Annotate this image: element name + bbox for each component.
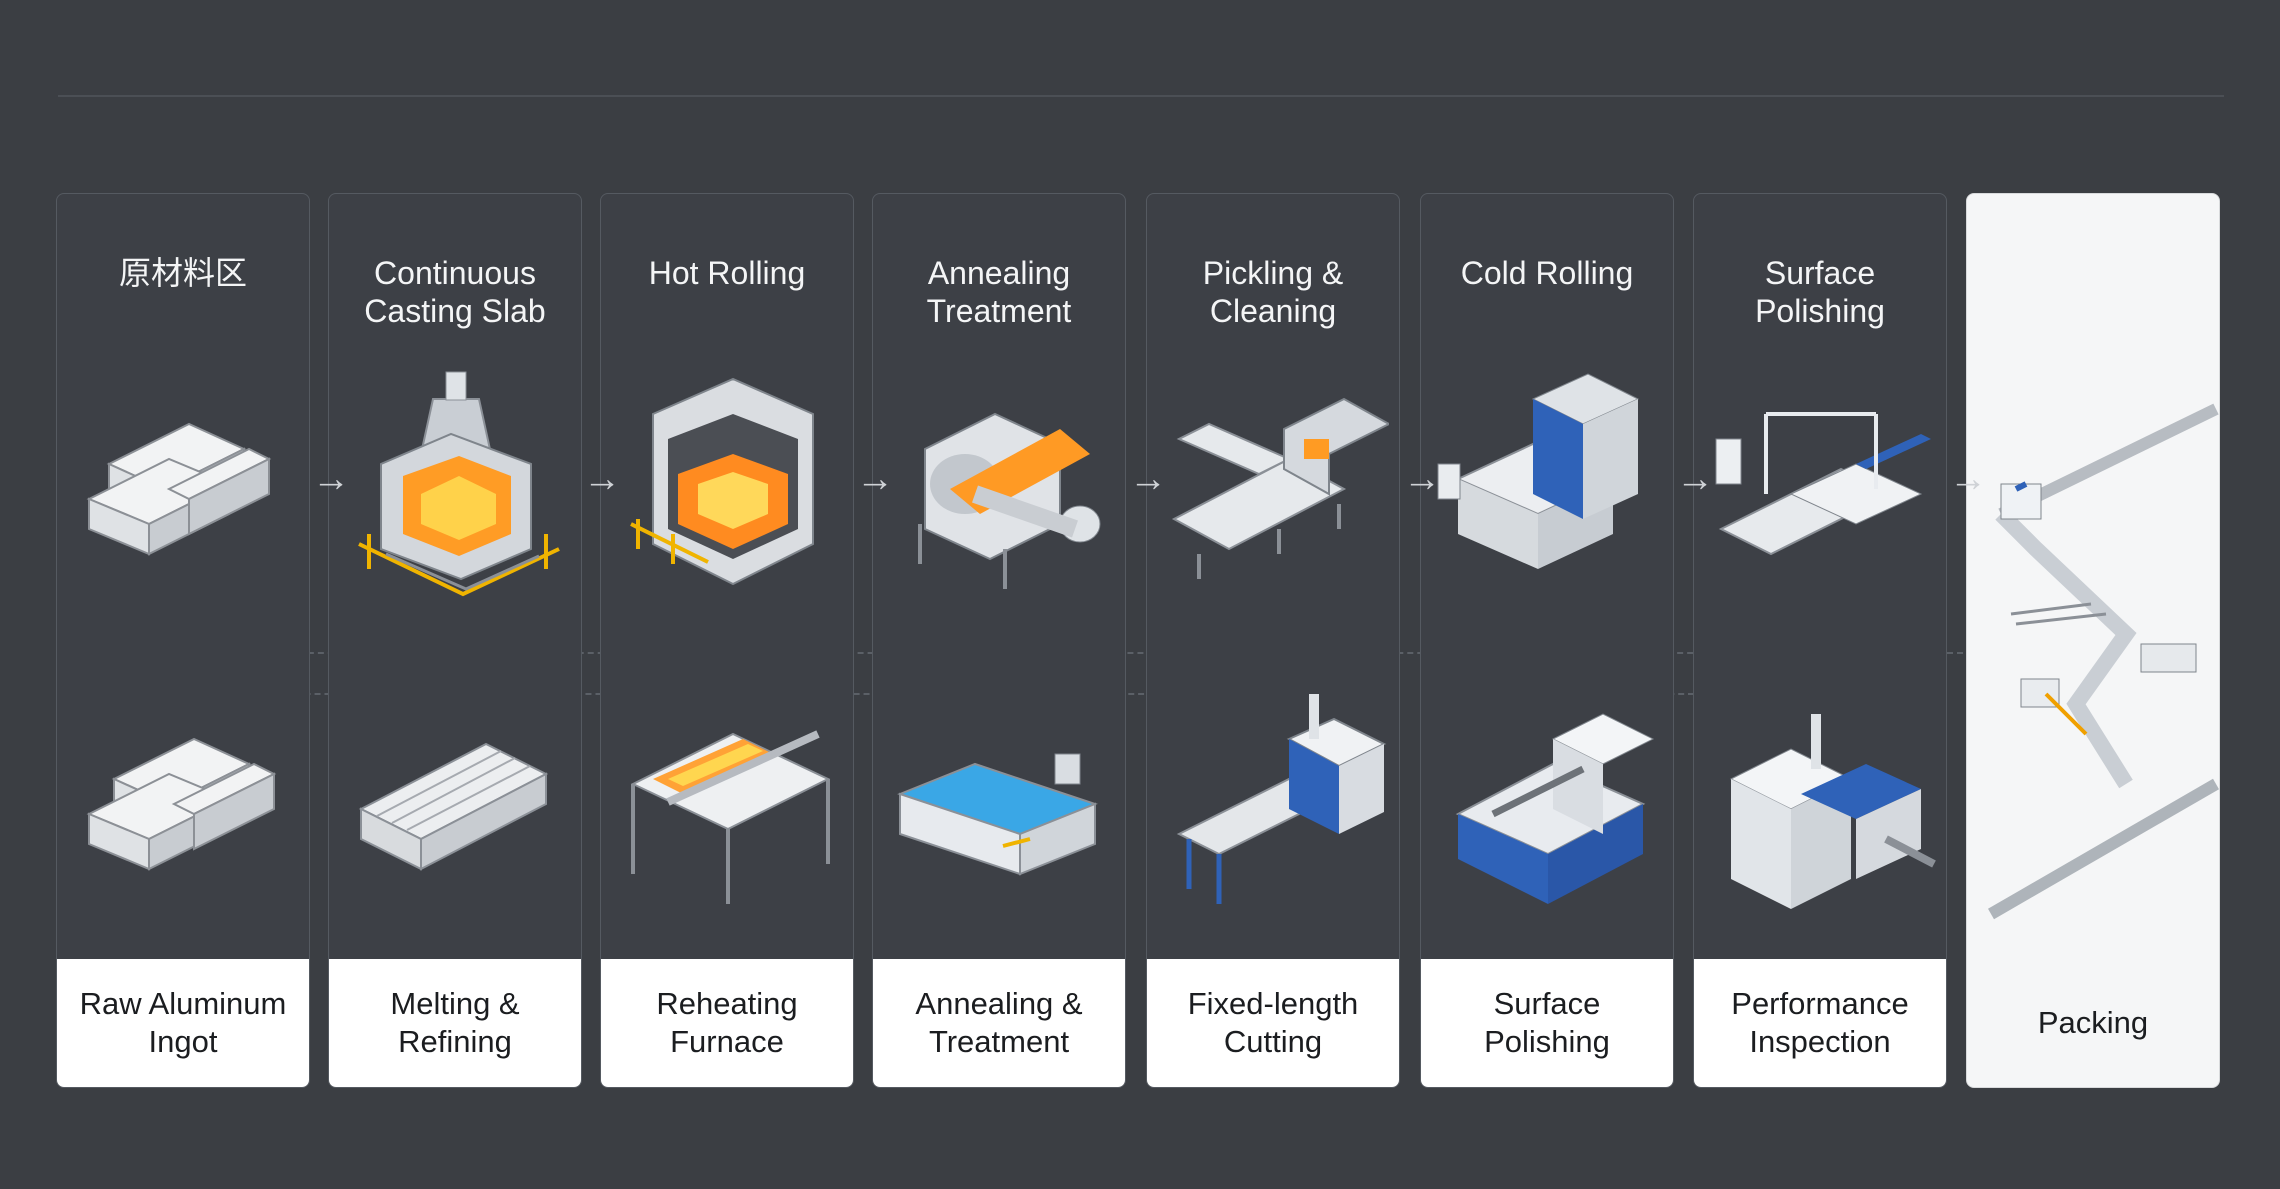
polishing-machine-icon	[1455, 713, 1655, 904]
cold-rolling-mill-icon	[1437, 373, 1640, 569]
stage-top-title: Annealing Treatment	[926, 255, 1072, 329]
right-arrow-icon: →	[1949, 458, 1987, 500]
right-arrow-icon: →	[583, 458, 621, 500]
top-divider	[58, 95, 2224, 97]
stage-card-1: 原材料区 Raw Aluminum Ingot	[56, 193, 310, 1088]
right-arrow-icon: →	[312, 458, 350, 500]
stage-card-5: Pickling & Cleaning Fixed-length Cutting	[1146, 193, 1400, 1088]
stage-top-title: Surface Polishing	[1755, 255, 1885, 329]
stage-top-title: Hot Rolling	[648, 255, 806, 291]
right-arrow-icon: →	[1676, 458, 1714, 500]
stage-top-title: Pickling & Cleaning	[1202, 255, 1344, 329]
stage-card-2: Continuous Casting Slab Melting & Refini…	[328, 193, 582, 1088]
stage-bottom-label: Performance Inspection	[1694, 959, 1946, 1087]
stage-card-7: Surface Polishing Performance Inspection	[1693, 193, 1947, 1088]
inspection-station-icon	[1729, 714, 1936, 909]
stage-bottom-label: Surface Polishing	[1421, 959, 1673, 1087]
cutting-machine-icon	[1176, 694, 1387, 904]
stage-top-title: Continuous Casting Slab	[364, 255, 546, 329]
pickling-conveyor-icon	[1171, 397, 1389, 579]
polishing-line-icon	[1715, 412, 1931, 556]
stage-top-title: 原材料区	[118, 255, 247, 291]
stage-bottom-label: Packing	[2037, 1005, 2149, 1040]
stage-card-4: Annealing Treatment Annealing & Treatmen…	[872, 193, 1126, 1088]
casting-furnace-icon	[358, 371, 560, 597]
stage-bottom-label: Melting & Refining	[329, 959, 581, 1087]
stage-card-3: Hot Rolling Reheating Furnace	[600, 193, 854, 1088]
stage-card-8: Packing	[1966, 193, 2220, 1088]
hot-rolling-oven-icon	[630, 377, 814, 586]
ingot-stack-icon	[86, 737, 277, 871]
aluminum-rods-icon	[358, 742, 549, 871]
right-arrow-icon: →	[856, 458, 894, 500]
stage-card-6: Cold Rolling Surface Polishing	[1420, 193, 1674, 1088]
reheating-table-icon	[630, 730, 831, 904]
stage-top-title: Cold Rolling	[1460, 255, 1634, 291]
packing-conveyor-icon	[1987, 403, 2219, 920]
annealing-machine-icon	[918, 412, 1101, 589]
right-arrow-icon: →	[1129, 458, 1167, 500]
right-arrow-icon: →	[1403, 458, 1441, 500]
stage-bottom-label: Fixed-length Cutting	[1147, 959, 1399, 1087]
ingot-stack-icon	[86, 422, 272, 556]
stage-bottom-label: Reheating Furnace	[601, 959, 853, 1087]
stage-bottom-label: Raw Aluminum Ingot	[57, 959, 309, 1087]
stage-bottom-label: Annealing & Treatment	[873, 959, 1125, 1087]
water-tank-icon	[897, 753, 1098, 876]
